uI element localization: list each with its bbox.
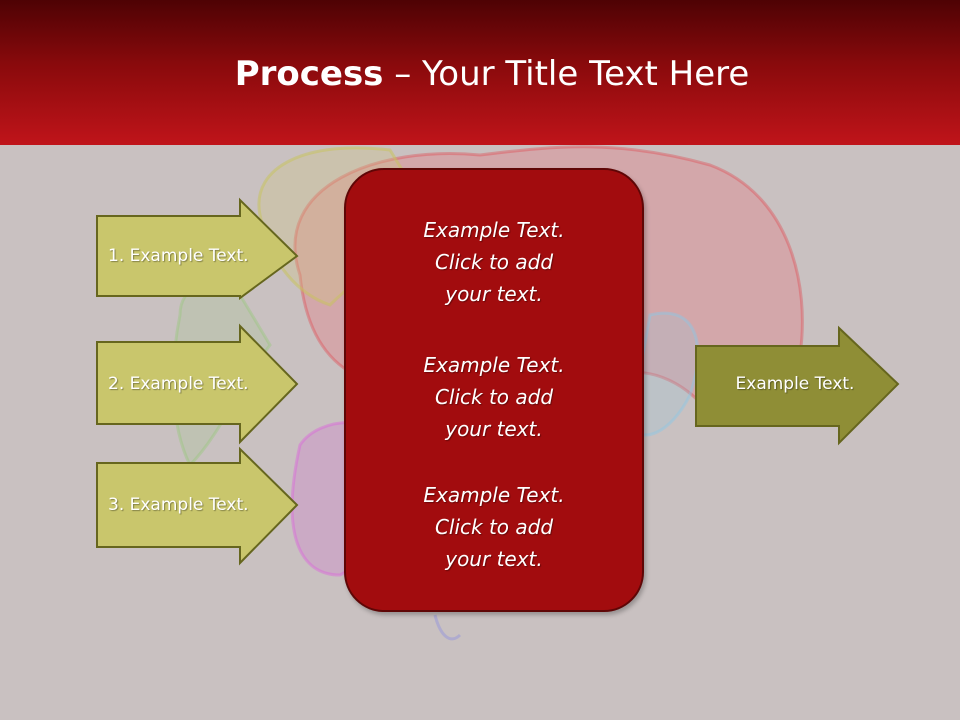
title-rest: – Your Title Text Here [383, 54, 750, 94]
output-arrow[interactable]: Example Text. [695, 325, 900, 446]
title-bar: Process – Your Title Text Here [0, 0, 960, 145]
text-line: your text. [445, 547, 543, 571]
arrow-right-icon [96, 446, 299, 566]
title-bold: Process [234, 54, 384, 94]
text-line: your text. [445, 417, 543, 441]
arrow-right-icon [96, 197, 299, 300]
output-arrow-label: Example Text. [735, 374, 855, 394]
process-arrow-3[interactable]: 3. Example Text. [96, 446, 299, 566]
text-block-3: Example Text. Click to add your text. [346, 479, 642, 575]
text-block-1: Example Text. Click to add your text. [346, 214, 642, 310]
text-line: Example Text. [423, 353, 565, 377]
text-line: Click to add [434, 515, 554, 539]
process-arrow-label: 1. Example Text. [108, 246, 249, 266]
slide-title[interactable]: Process – Your Title Text Here [0, 52, 960, 96]
process-arrow-2[interactable]: 2. Example Text. [96, 323, 299, 445]
text-block-2: Example Text. Click to add your text. [346, 349, 642, 445]
text-line: Example Text. [423, 483, 565, 507]
text-line: Example Text. [423, 218, 565, 242]
arrow-right-icon [96, 323, 299, 445]
center-text-box[interactable]: Example Text. Click to add your text. Ex… [344, 168, 644, 612]
arrow-right-icon [695, 325, 900, 446]
process-arrow-label: 3. Example Text. [108, 495, 249, 515]
text-line: your text. [445, 282, 543, 306]
process-arrow-label: 2. Example Text. [108, 374, 249, 394]
process-arrow-1[interactable]: 1. Example Text. [96, 197, 299, 300]
text-line: Click to add [434, 385, 554, 409]
text-line: Click to add [434, 250, 554, 274]
